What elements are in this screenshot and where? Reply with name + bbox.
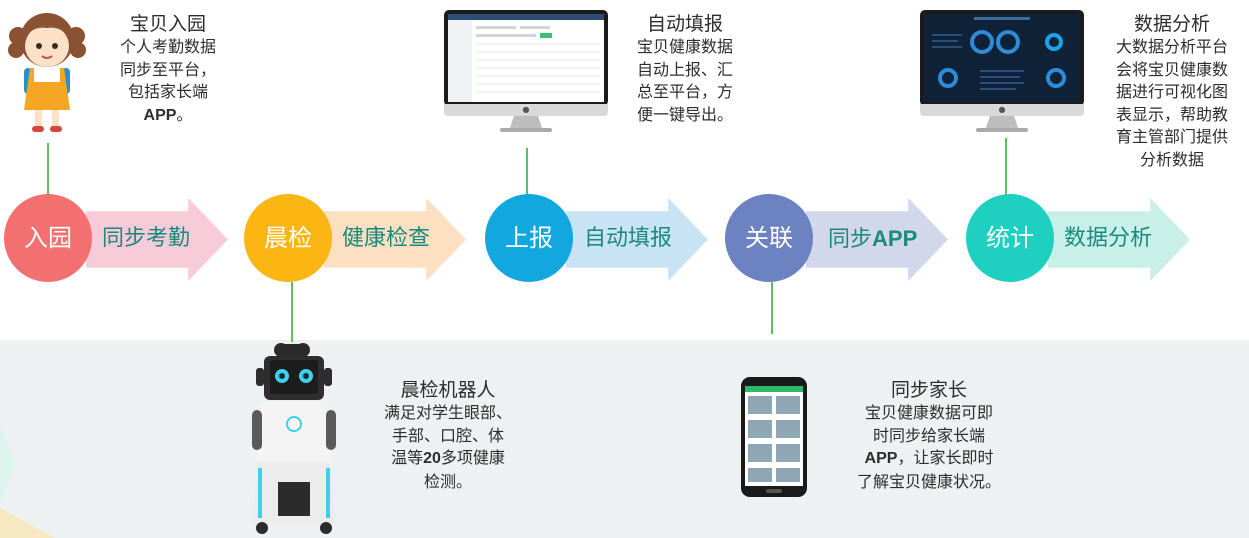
caption-line: 宝贝健康数据可即 xyxy=(864,403,993,422)
monitor-analysis-screen: ● xyxy=(920,10,1084,134)
connector-line xyxy=(1005,138,1007,196)
caption-entry: 宝贝入园 个人考勤数据 同步至平台， 包括家长端 APP。 xyxy=(96,12,240,127)
arrow-label-text: 同步 xyxy=(828,227,873,252)
decor-corner-shape xyxy=(0,424,16,504)
caption-line: APP。 xyxy=(96,104,240,128)
node-entry: 入园 xyxy=(4,194,92,282)
caption-line: 表显示，帮助教 xyxy=(1115,104,1228,124)
caption-number: 20 xyxy=(423,450,441,467)
caption-title: 自动填报 xyxy=(646,13,723,35)
monitor-report-screen: ● xyxy=(444,10,608,134)
caption-line: 大数据分析平台 xyxy=(1115,37,1228,56)
caption-line: 宝贝健康数据 xyxy=(636,37,733,56)
caption-app-tail: 。 xyxy=(176,104,193,124)
girl-illustration xyxy=(8,13,86,132)
robot-illustration xyxy=(252,343,336,534)
caption-line: 育主管部门提供 xyxy=(1115,127,1228,146)
phone-illustration xyxy=(741,377,807,497)
connector-line xyxy=(291,282,293,342)
node-report: 上报 xyxy=(485,194,573,282)
connector-line xyxy=(47,143,49,197)
caption-line: 分析数据 xyxy=(1139,149,1204,169)
node-morning-check: 晨检 xyxy=(244,194,332,282)
caption-line: 个人考勤数据 xyxy=(119,37,216,56)
caption-analysis: 数据分析 大数据分析平台 会将宝贝健康数 据进行可视化图 表显示，帮助教 育主管… xyxy=(1097,12,1247,171)
caption-title: 同步家长 xyxy=(890,379,967,401)
caption-line: 温等20多项健康 xyxy=(372,447,524,471)
caption-line: 满足对学生眼部、 xyxy=(383,403,512,422)
caption-app-text: APP xyxy=(143,106,177,124)
caption-text: ，让家长即时 xyxy=(897,448,994,467)
caption-parent-sync: 同步家长 宝贝健康数据可即 时同步给家长端 APP，让家长即时 了解宝贝健康状况… xyxy=(842,378,1016,493)
caption-robot: 晨检机器人 满足对学生眼部、 手部、口腔、体 温等20多项健康 检测。 xyxy=(372,378,524,493)
connector-line xyxy=(526,148,528,196)
caption-line: 包括家长端 xyxy=(127,82,208,101)
caption-text: 温等 xyxy=(391,448,424,467)
node-link: 关联 xyxy=(725,194,813,282)
caption-line: 便一键导出。 xyxy=(636,104,733,124)
arrow-label: 同步考勤 xyxy=(102,226,191,251)
caption-line: 检测。 xyxy=(423,471,472,491)
node-statistics: 统计 xyxy=(966,194,1054,282)
lower-band xyxy=(0,340,1249,538)
caption-title: 宝贝入园 xyxy=(129,13,206,35)
caption-line: 同步至平台， xyxy=(119,59,216,79)
caption-line: 据进行可视化图 xyxy=(1115,82,1228,101)
arrow-label-app: APP xyxy=(872,226,918,251)
arrow-label: 健康检查 xyxy=(342,226,431,251)
arrow-label: 同步APP xyxy=(828,222,917,256)
caption-title: 数据分析 xyxy=(1133,13,1210,35)
caption-line: 时同步给家长端 xyxy=(872,425,985,445)
caption-line: 会将宝贝健康数 xyxy=(1115,59,1228,79)
caption-line: 了解宝贝健康状况。 xyxy=(856,471,1001,491)
caption-line: 总至平台，方 xyxy=(636,82,733,101)
arrow-label: 数据分析 xyxy=(1064,226,1153,251)
caption-line: 手部、口腔、体 xyxy=(391,425,504,445)
connector-line xyxy=(771,282,773,334)
caption-text: 多项健康 xyxy=(440,448,505,467)
caption-report: 自动填报 宝贝健康数据 自动上报、汇 总至平台，方 便一键导出。 xyxy=(618,12,752,126)
caption-line: APP，让家长即时 xyxy=(842,447,1016,471)
caption-title: 晨检机器人 xyxy=(400,379,496,401)
caption-app-text: APP xyxy=(864,450,898,467)
decor-corner-shape xyxy=(0,508,55,538)
arrow-label: 自动填报 xyxy=(584,226,673,251)
caption-line: 自动上报、汇 xyxy=(636,59,733,79)
